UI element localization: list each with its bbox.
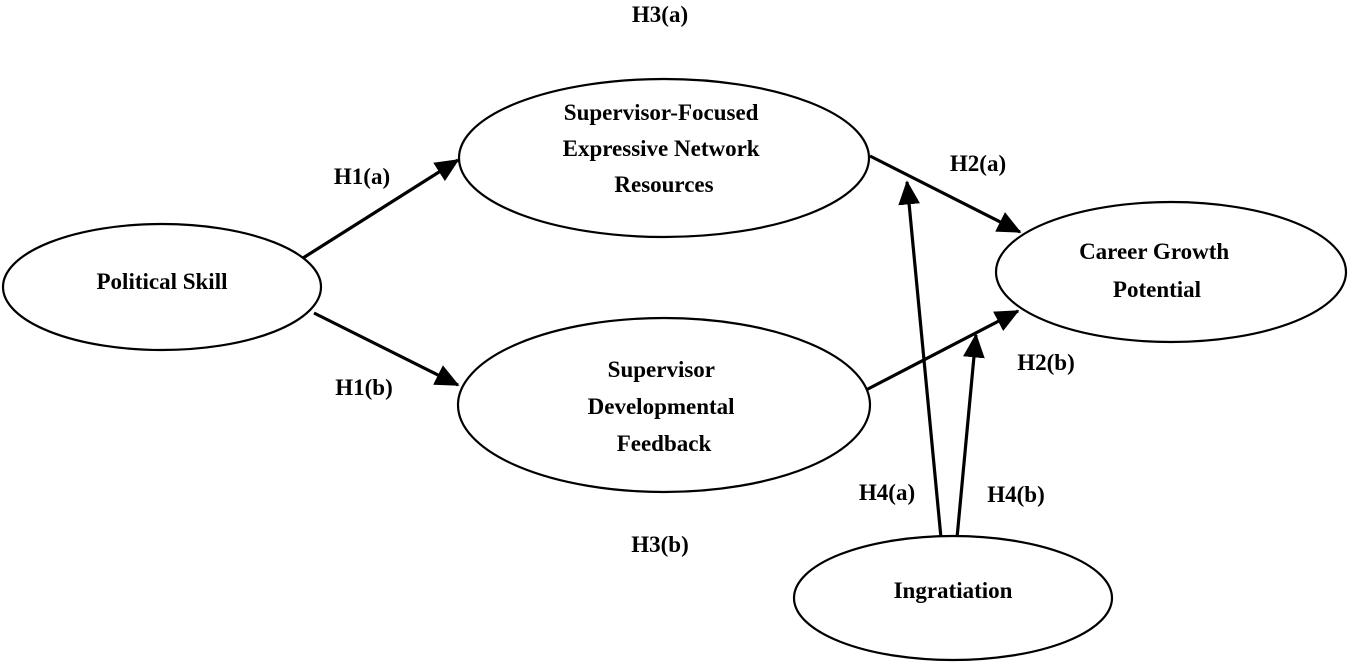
svg-text:Career Growth Potential: Career Growth Potential: [1079, 239, 1235, 302]
ingratiation-label: Ingratiation: [894, 578, 1013, 603]
arrow-political-skill-to-expressive-network: [302, 158, 460, 260]
career-growth-label-line-1: Career Growth: [1079, 239, 1229, 264]
svg-text:Supervisor Developmental: Supervisor Developmental Feedback: [588, 357, 741, 456]
hypothesis-label-h1a: H1(a): [334, 164, 390, 189]
node-developmental-feedback: Supervisor Developmental Feedback: [456, 316, 872, 494]
hypothesis-label-h4b: H4(b): [987, 482, 1045, 507]
arrow-ingratiation-moderating-h2a: [898, 180, 943, 539]
expressive-network-label-line-2: Expressive Network: [563, 136, 760, 161]
hypothesis-label-h4a: H4(a): [859, 480, 915, 505]
node-career-growth-potential: Career Growth Potential: [994, 200, 1348, 344]
career-growth-label-line-2: Potential: [1113, 277, 1201, 302]
arrow-expressive-network-to-career-growth: [869, 154, 1022, 234]
svg-text:Ingratiation: Ingratiation: [894, 578, 1013, 603]
node-expressive-network-resources: Supervisor-Focused Expressive Network Re…: [457, 77, 871, 239]
developmental-feedback-label-line-2: Developmental: [588, 394, 735, 419]
expressive-network-label-line-3: Resources: [614, 172, 713, 197]
hypothesis-label-h2a: H2(a): [950, 151, 1006, 176]
hypothesis-label-h3a: H3(a): [632, 2, 688, 27]
developmental-feedback-label-line-3: Feedback: [617, 431, 712, 456]
expressive-network-label-line-1: Supervisor-Focused: [564, 100, 759, 125]
political-skill-label: Political Skill: [97, 269, 228, 294]
node-political-skill: Political Skill: [1, 222, 323, 352]
developmental-feedback-label-line-1: Supervisor: [608, 357, 715, 382]
hypothesis-label-h3b: H3(b): [631, 532, 689, 557]
arrow-ingratiation-moderating-h2b: [955, 333, 985, 539]
node-ingratiation: Ingratiation: [792, 534, 1114, 662]
hypothesis-label-h2b: H2(b): [1017, 350, 1075, 375]
svg-text:Political Skill: Political Skill: [97, 269, 228, 294]
hypothesis-label-h1b: H1(b): [335, 375, 393, 400]
svg-text:Supervisor-Focused Expre: Supervisor-Focused Expressive Network Re…: [563, 100, 766, 197]
arrow-developmental-feedback-to-career-growth: [865, 309, 1020, 392]
arrow-political-skill-to-developmental-feedback: [313, 311, 460, 387]
